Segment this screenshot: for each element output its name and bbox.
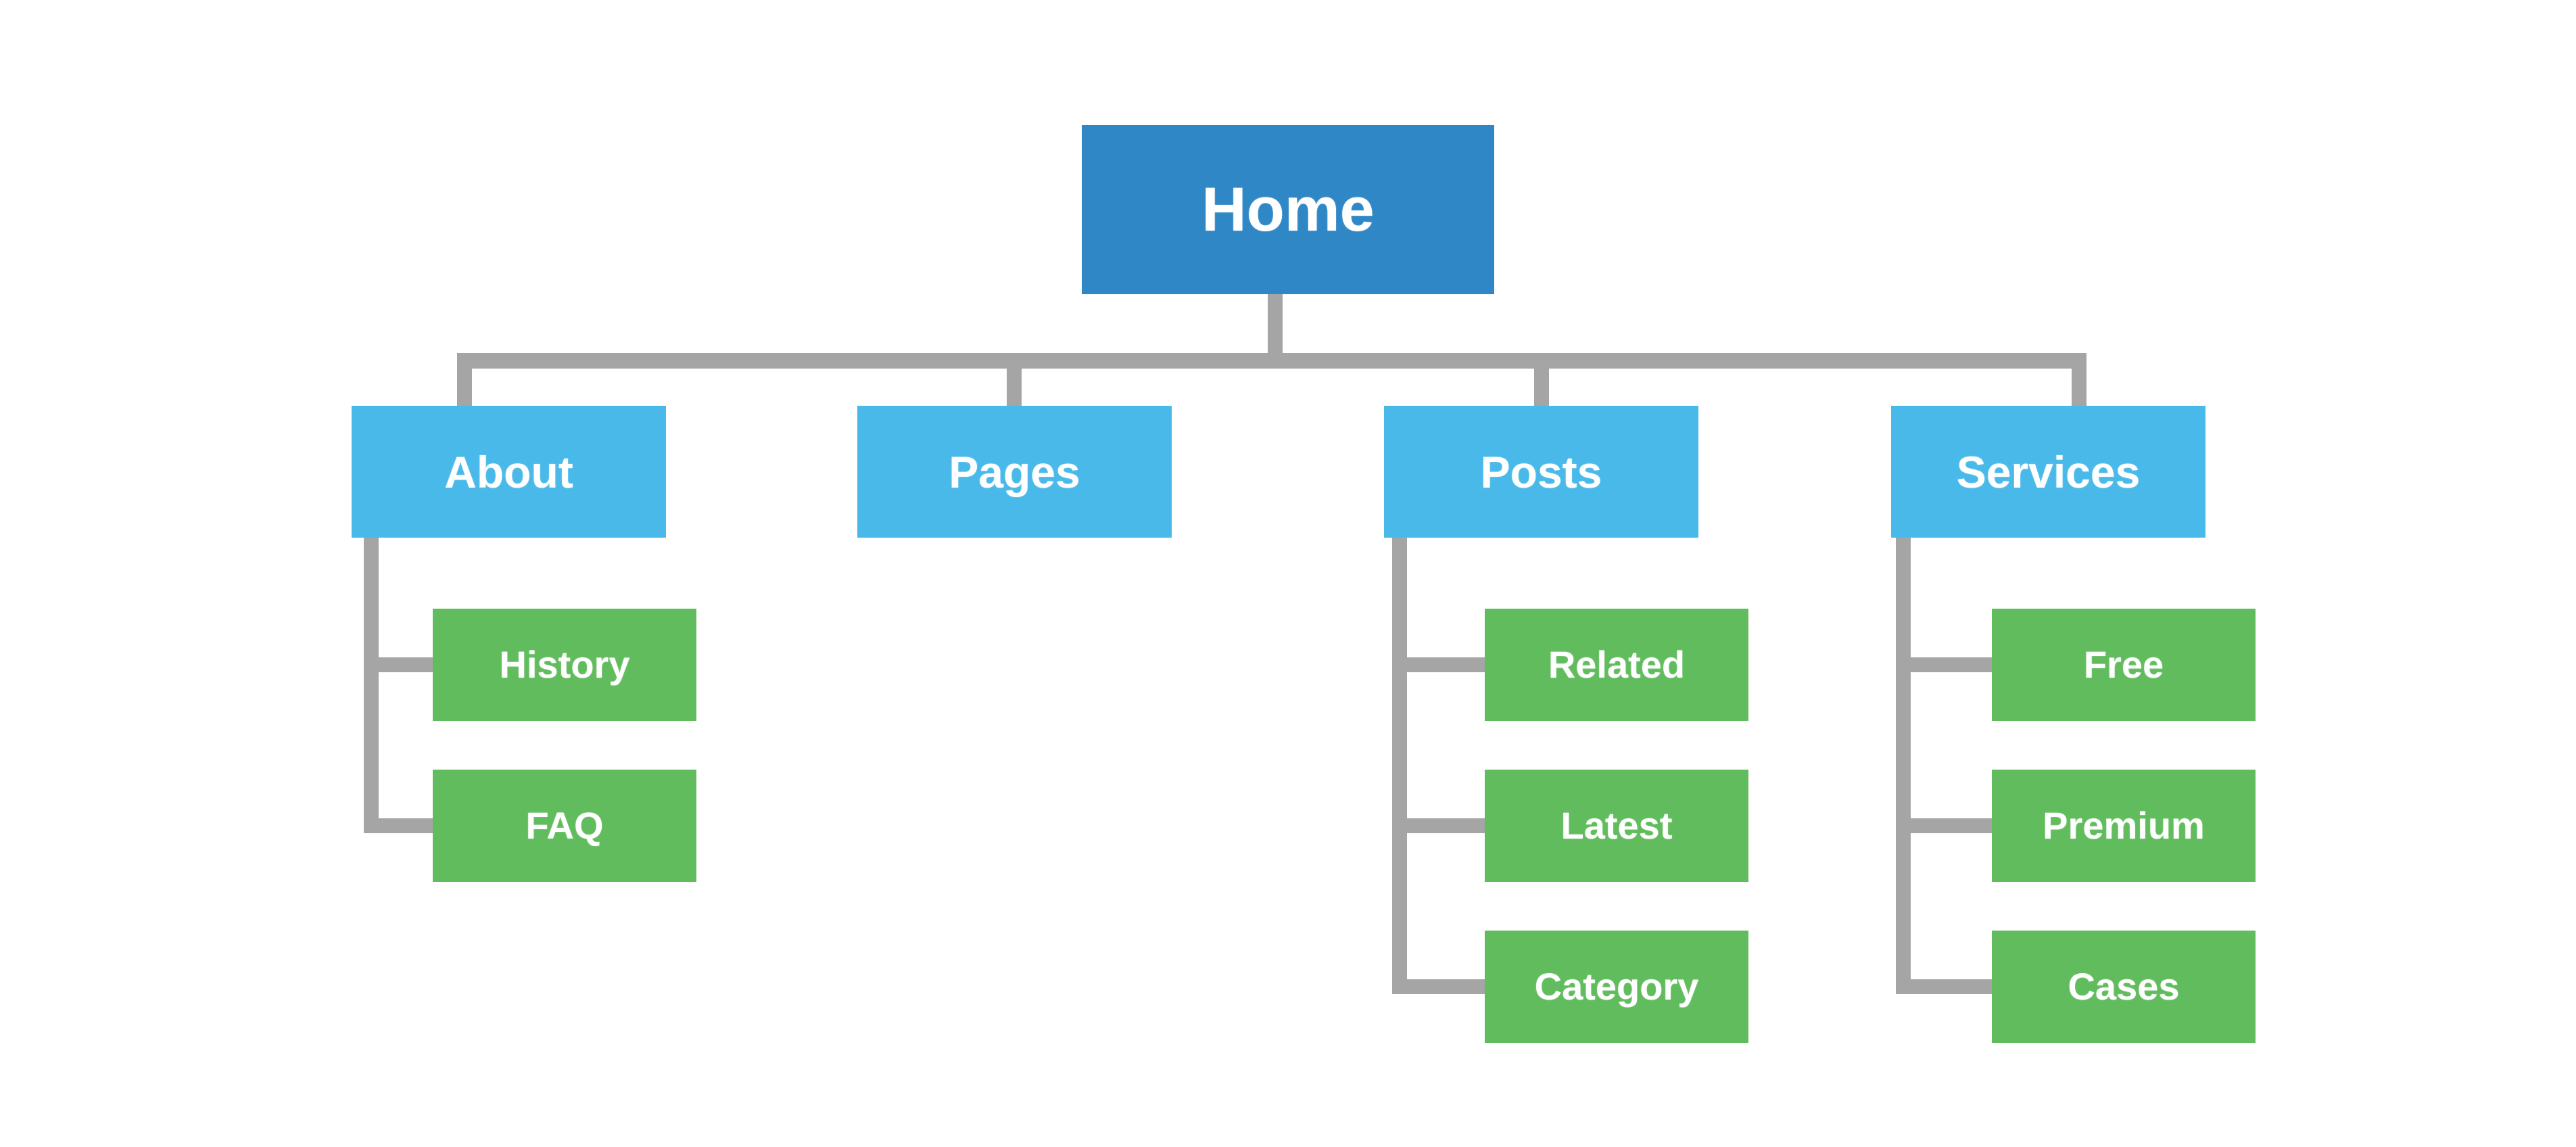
node-premium: Premium [1992,770,2256,882]
connector-drop-about [457,353,472,406]
connector-services-rail [1896,536,1911,994]
node-cases: Cases [1992,931,2256,1043]
node-latest: Latest [1485,770,1748,882]
connector-drop-pages [1007,353,1022,406]
connector-services-premium-branch [1903,818,1992,833]
node-services: Services [1891,406,2205,538]
node-latest-label: Latest [1560,804,1673,847]
connector-services-cases-branch [1903,979,1992,994]
node-related: Related [1485,609,1748,721]
connector-services-free-branch [1903,657,1992,672]
connector-drop-services [2072,353,2086,406]
node-free-label: Free [2083,643,2164,686]
connector-posts-related-branch [1400,657,1485,672]
connector-drop-posts [1534,353,1549,406]
connector-home-stem [1268,293,1283,369]
node-faq-label: FAQ [525,804,604,847]
node-history: History [433,609,696,721]
node-about-label: About [444,446,573,497]
node-history-label: History [499,643,630,686]
node-home-label: Home [1201,175,1375,244]
connector-about-rail [364,536,379,833]
node-services-label: Services [1956,446,2141,497]
node-posts: Posts [1384,406,1698,538]
node-faq: FAQ [433,770,696,882]
connector-posts-category-branch [1400,979,1485,994]
connector-about-history-branch [371,657,433,672]
node-cases-label: Cases [2068,965,2180,1008]
connector-posts-rail [1392,536,1407,994]
node-free: Free [1992,609,2256,721]
node-about: About [352,406,666,538]
node-posts-label: Posts [1480,446,1602,497]
connector-about-faq-branch [371,818,433,833]
connector-trunk [457,353,2086,369]
node-pages: Pages [857,406,1172,538]
node-category: Category [1485,931,1748,1043]
connector-posts-latest-branch [1400,818,1485,833]
node-category-label: Category [1534,965,1699,1008]
node-home: Home [1082,125,1494,294]
node-premium-label: Premium [2043,804,2205,847]
node-pages-label: Pages [949,446,1080,497]
node-related-label: Related [1548,643,1686,686]
